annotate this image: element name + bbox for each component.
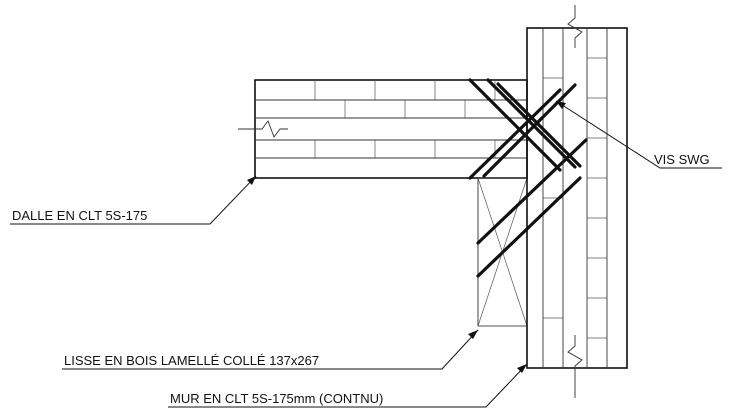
floor-slab — [238, 79, 528, 179]
screw — [482, 83, 577, 178]
sill-leader-arrow — [468, 330, 478, 339]
screws-leader — [555, 100, 722, 169]
wall-leader — [168, 363, 528, 408]
leaders — [10, 100, 722, 408]
wall-label: MUR EN CLT 5S-175mm (CONTNU) — [170, 391, 383, 406]
wall-break-line-top — [567, 5, 583, 48]
slab-label: DALLE EN CLT 5S-175 — [12, 208, 147, 223]
slab-leader-arrow — [247, 176, 256, 185]
slab-break-line — [238, 120, 288, 138]
swg-screws — [468, 78, 588, 278]
screw — [496, 82, 582, 168]
wall-leader-arrow — [517, 364, 527, 373]
screw — [486, 78, 577, 169]
screw — [476, 176, 582, 278]
sill-leader — [62, 329, 479, 370]
slab-joint-ticks — [314, 80, 496, 158]
wall-joint-ticks — [543, 57, 607, 339]
screws-leader-arrow — [556, 101, 566, 109]
sill-label: LISSE EN BOIS LAMELLÉ COLLÉ 137x267 — [64, 353, 319, 368]
wall-break-line-bottom — [567, 335, 583, 398]
screw — [468, 78, 562, 172]
screw — [468, 88, 562, 180]
clt-wall — [526, 5, 628, 398]
slab-leader — [10, 175, 257, 225]
screws-label: VIS SWG — [654, 152, 710, 167]
screw — [476, 138, 588, 245]
